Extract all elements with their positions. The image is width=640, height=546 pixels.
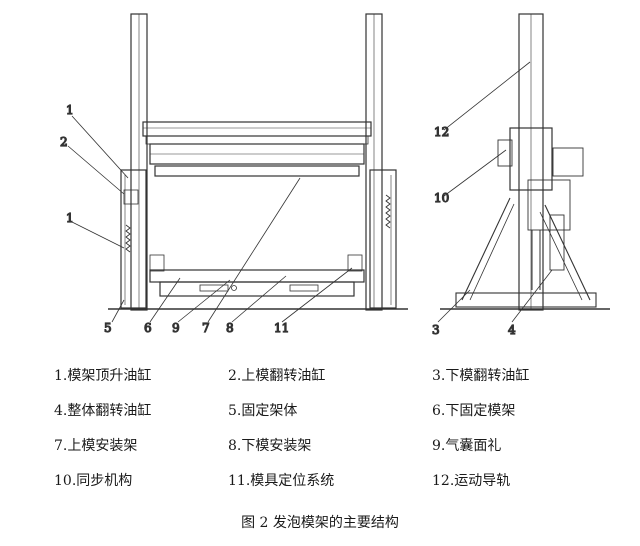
callout-left-5: 5 xyxy=(104,321,112,335)
callout-left-7: 7 xyxy=(202,321,210,335)
legend-row: 7.上模安装架 8.下模安装架 9.气囊面礼 xyxy=(0,435,640,459)
callout-left-11: 11 xyxy=(274,321,289,335)
callout-right-3: 3 xyxy=(432,323,440,337)
left-front-view: 1 2 1 5 6 9 7 8 11 xyxy=(59,13,408,336)
legend-item: 10.同步机构 xyxy=(54,473,133,489)
callout-left-6: 6 xyxy=(144,321,152,335)
callout-right-4: 4 xyxy=(508,323,516,337)
legend-item: 7.上模安装架 xyxy=(54,438,138,454)
legend-row: 10.同步机构 11.模具定位系统 12.运动导轨 xyxy=(0,470,640,494)
callout-right-10: 10 xyxy=(434,191,449,205)
figure-caption: 图 2 发泡模架的主要结构 xyxy=(241,515,399,531)
legend-item: 8.下模安装架 xyxy=(228,438,312,454)
callout-left-9: 9 xyxy=(172,321,180,335)
legend-item: 1.模架顶升油缸 xyxy=(54,368,152,384)
legend-item: 5.固定架体 xyxy=(228,403,298,419)
legend-item: 4.整体翻转油缸 xyxy=(54,403,152,419)
legend-item: 6.下固定模架 xyxy=(432,403,516,419)
callout-right-12: 12 xyxy=(434,125,449,139)
legend-row: 4.整体翻转油缸 5.固定架体 6.下固定模架 xyxy=(0,400,640,424)
legend-row: 1.模架顶升油缸 2.上模翻转油缸 3.下模翻转油缸 xyxy=(0,365,640,389)
callout-left-1a: 1 xyxy=(66,103,74,117)
legend-item: 9.气囊面礼 xyxy=(432,438,502,454)
legend-item: 12.运动导轨 xyxy=(432,473,511,489)
left-lift-cylinder xyxy=(125,194,391,253)
foam-mold-frame-diagram: 1 2 1 5 6 9 7 8 11 xyxy=(59,13,610,338)
callout-left-8: 8 xyxy=(226,321,234,335)
callout-left-1b: 1 xyxy=(66,211,74,225)
legend-item: 11.模具定位系统 xyxy=(228,473,335,489)
callout-left-2: 2 xyxy=(60,135,68,149)
right-side-view: 12 10 3 4 xyxy=(431,13,610,338)
legend-item: 2.上模翻转油缸 xyxy=(228,368,326,384)
legend-item: 3.下模翻转油缸 xyxy=(432,368,530,384)
